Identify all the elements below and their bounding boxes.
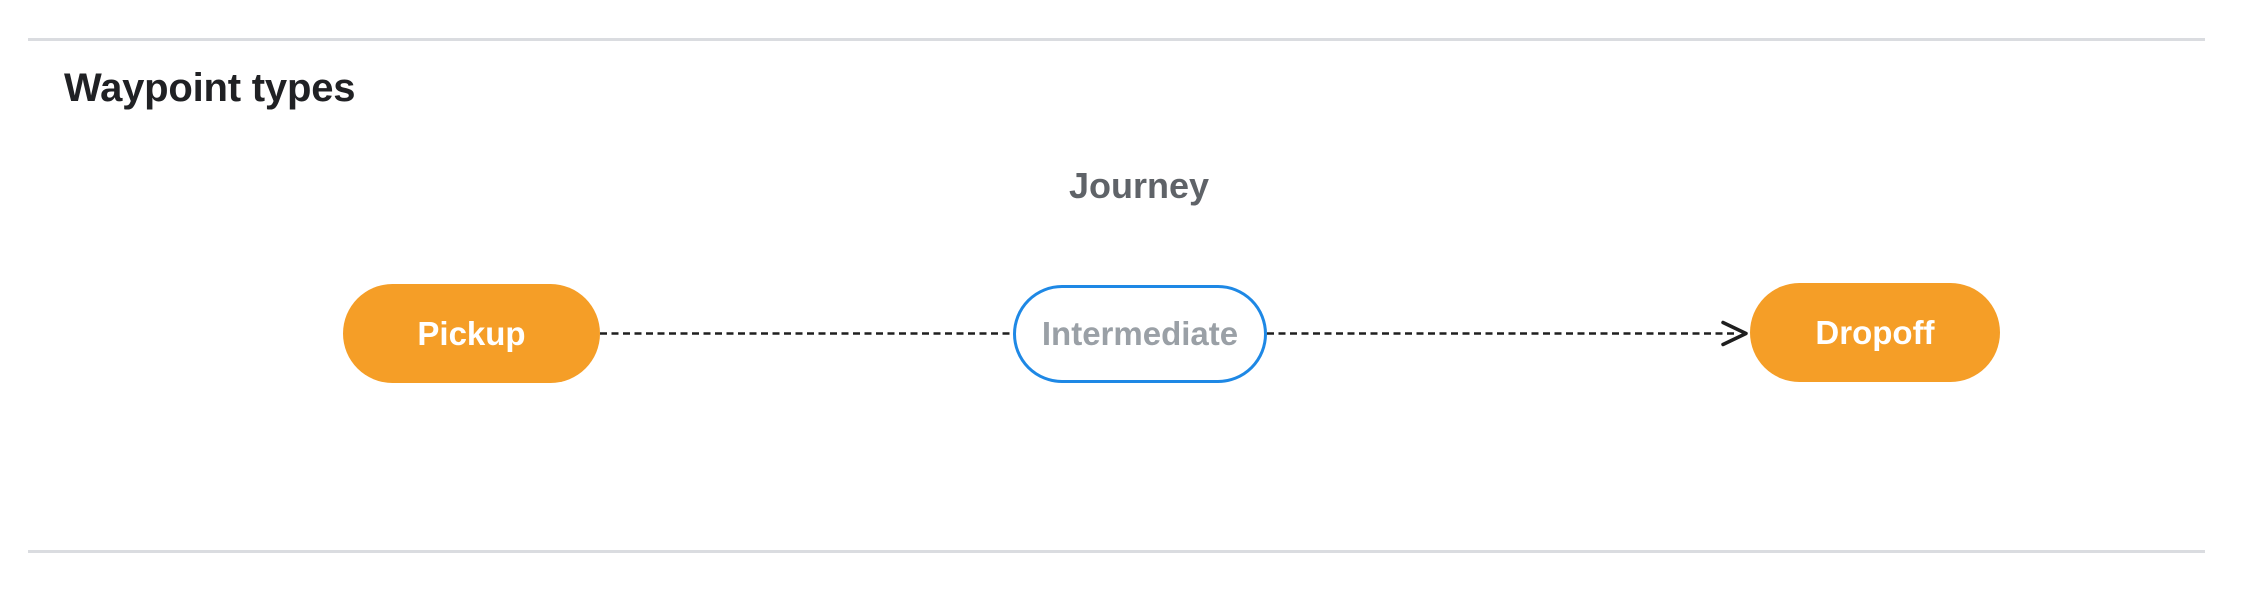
arrowhead-icon [1721,320,1748,347]
bottom-divider [28,550,2205,553]
top-divider [28,38,2205,41]
section-heading: Waypoint types [64,66,356,110]
node-intermediate: Intermediate [1013,285,1267,383]
diagram-title: Journey [1068,165,1210,206]
node-dropoff: Dropoff [1750,283,2000,382]
node-pickup: Pickup [343,284,600,383]
